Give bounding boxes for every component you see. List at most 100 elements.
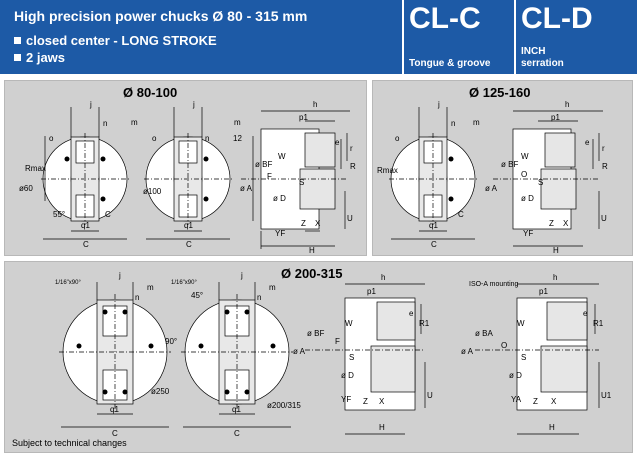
dim-label: ø250 [151, 387, 170, 396]
dim-label: h [553, 273, 557, 282]
dim-label: ISO-A mounting [469, 281, 519, 288]
dim-label: W [521, 152, 529, 161]
code-label: CL-C [409, 2, 481, 35]
dim-label: X [379, 397, 385, 406]
dim-label: ø BF [255, 160, 272, 169]
dim-label: O [521, 170, 527, 179]
dim-label: U [601, 214, 607, 223]
dim-label: ø60 [19, 184, 33, 193]
dim-label: 1/16"x90° [171, 280, 197, 286]
dim-label: ø D [273, 194, 286, 203]
code-box-clc: CL-C Tongue & groove [402, 0, 514, 74]
dim-label: C [458, 210, 464, 219]
dim-label: o [49, 134, 54, 143]
dim-label: S [349, 353, 354, 362]
dim-label: YF [523, 229, 533, 238]
dim-label: F [267, 172, 272, 181]
dim-label: n [135, 293, 139, 302]
dim-label: U [427, 391, 433, 400]
dim-label: n [257, 293, 261, 302]
panel-200-315: Ø 200-315 [4, 261, 633, 453]
code-sub-label: Tongue & groove [409, 58, 491, 69]
technical-drawing: j m o n Rmax ø60 55° C j m o n 12 ø100 q… [19, 100, 356, 255]
dim-label: ø A [461, 347, 474, 356]
dim-label: 90° [165, 337, 177, 346]
dim-label: q1 [110, 405, 119, 414]
dim-label: C [234, 429, 240, 438]
dim-label: q1 [184, 221, 193, 230]
dim-label: C [83, 240, 89, 249]
dim-label: Z [301, 219, 306, 228]
footer-note: Subject to technical changes [12, 438, 127, 448]
dim-label: C [186, 240, 192, 249]
bullet-item: closed center - LONG STROKE [14, 33, 217, 48]
dim-label: h [381, 273, 385, 282]
dim-label: q1 [232, 405, 241, 414]
dim-label: ø A [240, 184, 253, 193]
dim-label: C [105, 210, 111, 219]
dim-label: C [112, 429, 118, 438]
dim-label: ø D [509, 371, 522, 380]
dim-label: U1 [601, 391, 612, 400]
dim-label: O [501, 341, 507, 350]
header-banner: High precision power chucks Ø 80 - 315 m… [0, 0, 637, 74]
dim-label: YF [341, 395, 351, 404]
dim-label: Z [363, 397, 368, 406]
dim-label: m [473, 118, 480, 127]
dim-label: C [431, 240, 437, 249]
dim-label: o [152, 134, 157, 143]
dim-label: S [521, 353, 526, 362]
square-bullet-icon [14, 54, 21, 61]
panel-title: Ø 80-100 [123, 85, 178, 100]
dim-label: Rmax [25, 164, 46, 173]
dim-label: ø A [485, 184, 498, 193]
dim-label: W [278, 152, 286, 161]
dim-label: e [583, 309, 588, 318]
technical-drawing: j m o n Rmax C q1 C h p1 r e R W O S ø A… [377, 100, 608, 255]
dim-label: r [350, 144, 353, 153]
dim-label: H [379, 423, 385, 432]
dim-label: S [299, 178, 304, 187]
bullet-text: 2 jaws [26, 50, 66, 65]
bullet-item: 2 jaws [14, 50, 65, 65]
panel-title: Ø 200-315 [281, 266, 343, 281]
bullet-text: closed center - LONG STROKE [26, 33, 217, 48]
dim-label: p1 [299, 113, 308, 122]
dim-label: j [192, 100, 195, 109]
dim-label: p1 [367, 287, 376, 296]
dim-label: q1 [429, 221, 438, 230]
dim-label: h [313, 100, 317, 109]
dim-label: X [551, 397, 557, 406]
dim-label: YA [511, 395, 522, 404]
dim-label: H [553, 246, 559, 255]
dim-label: ø D [341, 371, 354, 380]
dim-label: 55° [53, 210, 65, 219]
dim-label: 1/16"x90° [55, 280, 81, 286]
dim-label: ø BA [475, 329, 493, 338]
dim-label: 45° [191, 291, 203, 300]
dim-label: j [89, 100, 92, 109]
dim-label: X [563, 219, 569, 228]
code-label: CL-D [521, 2, 593, 35]
dim-label: e [585, 138, 590, 147]
dim-label: m [234, 118, 241, 127]
dim-label: n [451, 119, 455, 128]
panel-125-160: Ø 125-160 j [372, 80, 633, 256]
dim-label: Z [549, 219, 554, 228]
dim-label: H [309, 246, 315, 255]
page-title: High precision power chucks Ø 80 - 315 m… [14, 8, 308, 24]
dim-label: r [602, 144, 605, 153]
dim-label: o [395, 134, 400, 143]
dim-label: YF [275, 229, 285, 238]
dim-label: R [350, 162, 356, 171]
dim-label: ø BF [501, 160, 518, 169]
dim-label: e [335, 138, 340, 147]
panel-80-100: Ø 80-100 [4, 80, 367, 256]
dim-label: n [103, 119, 107, 128]
dim-label: h [565, 100, 569, 109]
dim-label: X [315, 219, 321, 228]
dim-label: p1 [539, 287, 548, 296]
dim-label: W [345, 319, 353, 328]
